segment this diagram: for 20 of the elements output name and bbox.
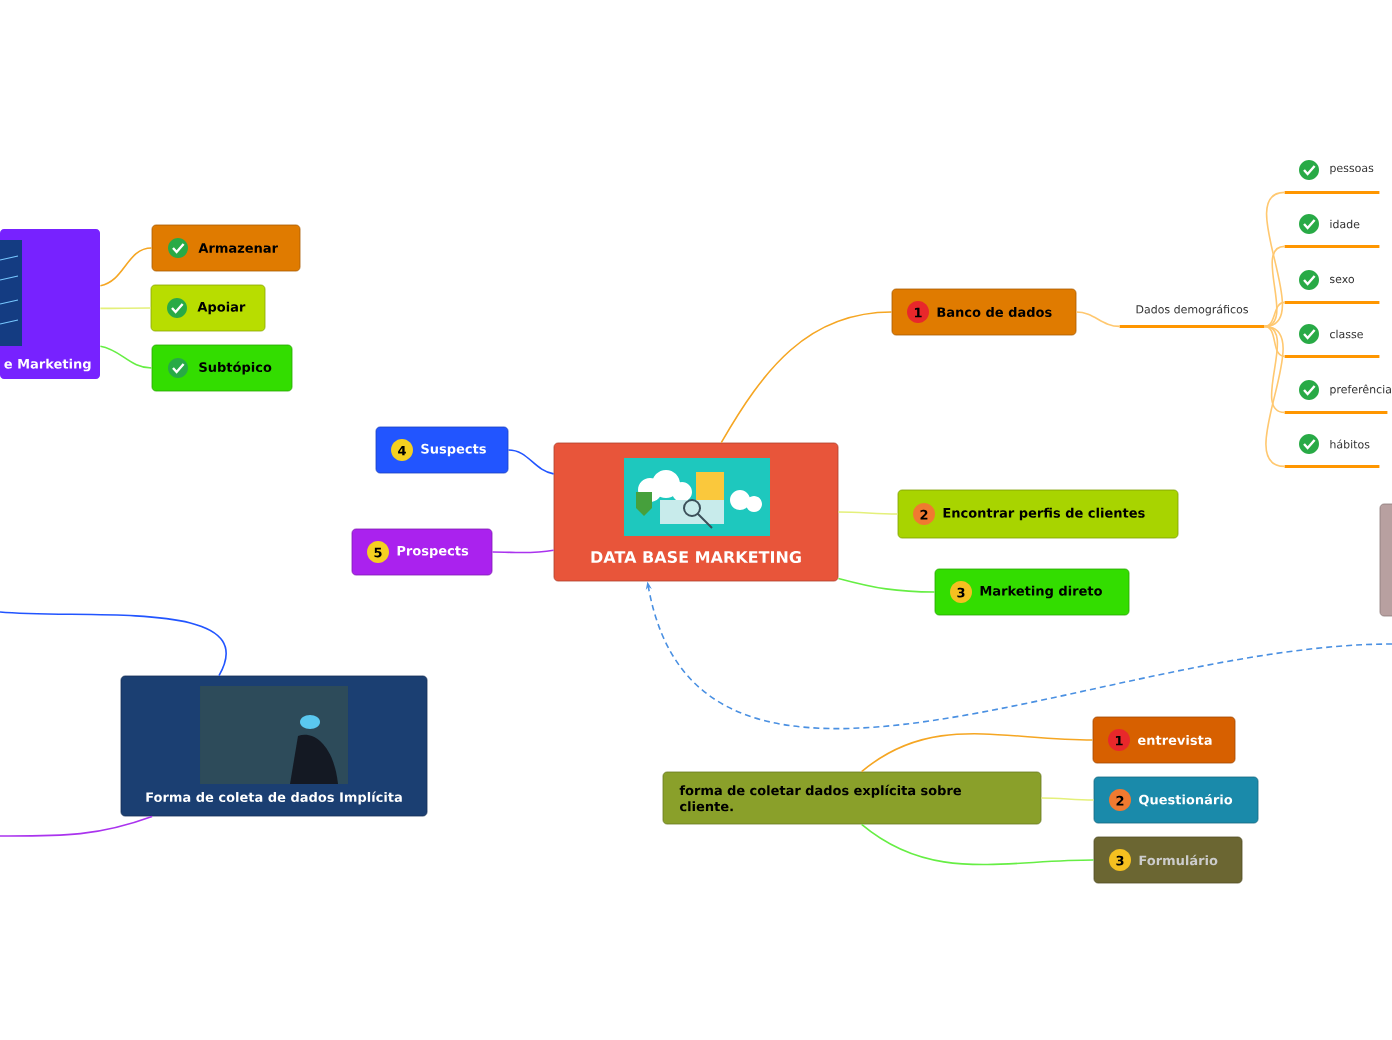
connector <box>837 511 899 515</box>
connector <box>860 733 1094 773</box>
connector <box>837 577 936 593</box>
connector <box>491 549 555 554</box>
connector <box>1263 325 1286 358</box>
connector <box>99 247 153 287</box>
connector <box>0 611 227 677</box>
connector <box>1263 325 1286 414</box>
connector <box>1263 245 1286 328</box>
connector <box>99 307 152 310</box>
topic-box <box>1379 503 1392 617</box>
connector <box>0 815 153 837</box>
connector <box>860 823 1095 866</box>
connector <box>720 311 893 444</box>
connector <box>1263 325 1286 468</box>
connector <box>1263 301 1286 328</box>
connector <box>99 345 153 369</box>
connector <box>507 449 555 475</box>
connector <box>1040 797 1095 801</box>
connector <box>1075 311 1121 328</box>
